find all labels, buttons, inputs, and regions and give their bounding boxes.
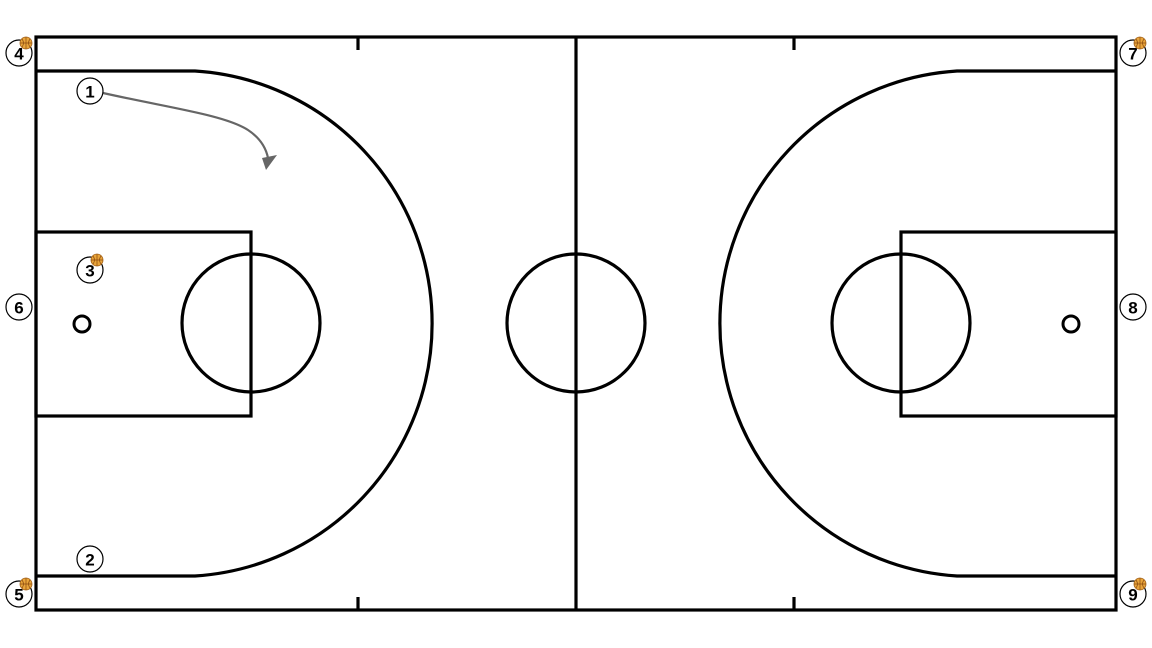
player-2-marker: 2	[76, 545, 104, 573]
basketball-icon	[19, 36, 33, 50]
basketball-icon	[90, 253, 104, 267]
player-6-marker: 6	[5, 293, 33, 321]
player-number: 6	[14, 299, 23, 318]
player-3-marker: 3	[76, 253, 104, 284]
player-1-marker: 1	[76, 77, 104, 105]
basket-left	[72, 314, 92, 334]
center-circle	[505, 252, 647, 394]
player-4-marker: 4	[5, 36, 33, 67]
player-9-marker: 9	[1119, 577, 1147, 608]
player-number: 8	[1128, 299, 1137, 318]
free-throw-circle-right	[830, 252, 972, 394]
player-number: 1	[85, 83, 94, 102]
free-throw-circle-left	[180, 252, 322, 394]
three-point-line-right	[718, 69, 1116, 578]
player-7-marker: 7	[1119, 36, 1147, 67]
player-8-marker: 8	[1119, 293, 1147, 321]
player-5-marker: 5	[5, 577, 33, 608]
basketball-icon	[19, 577, 33, 591]
basket-right	[1061, 314, 1081, 334]
player-circle	[1119, 293, 1147, 321]
movement-path	[102, 91, 270, 159]
player-number: 4	[14, 45, 24, 64]
player-number: 2	[85, 551, 94, 570]
player-1-movement-arrow	[102, 91, 277, 170]
key-right	[899, 230, 1118, 418]
player-number: 3	[85, 262, 94, 281]
arrow-icon	[262, 155, 277, 170]
player-circle	[76, 77, 104, 105]
player-circle	[76, 545, 104, 573]
basketball-icon	[1133, 577, 1147, 591]
three-point-line-left	[36, 69, 434, 578]
basketball-icon	[1133, 36, 1147, 50]
player-number: 7	[1128, 45, 1137, 64]
players-layer: 1 2 3 4 5 6 7 8 9	[5, 36, 1147, 608]
player-number: 9	[1128, 586, 1137, 605]
player-circle	[5, 293, 33, 321]
left-half	[34, 69, 434, 578]
key-left	[34, 230, 253, 418]
right-half	[718, 69, 1118, 578]
player-number: 5	[14, 586, 23, 605]
